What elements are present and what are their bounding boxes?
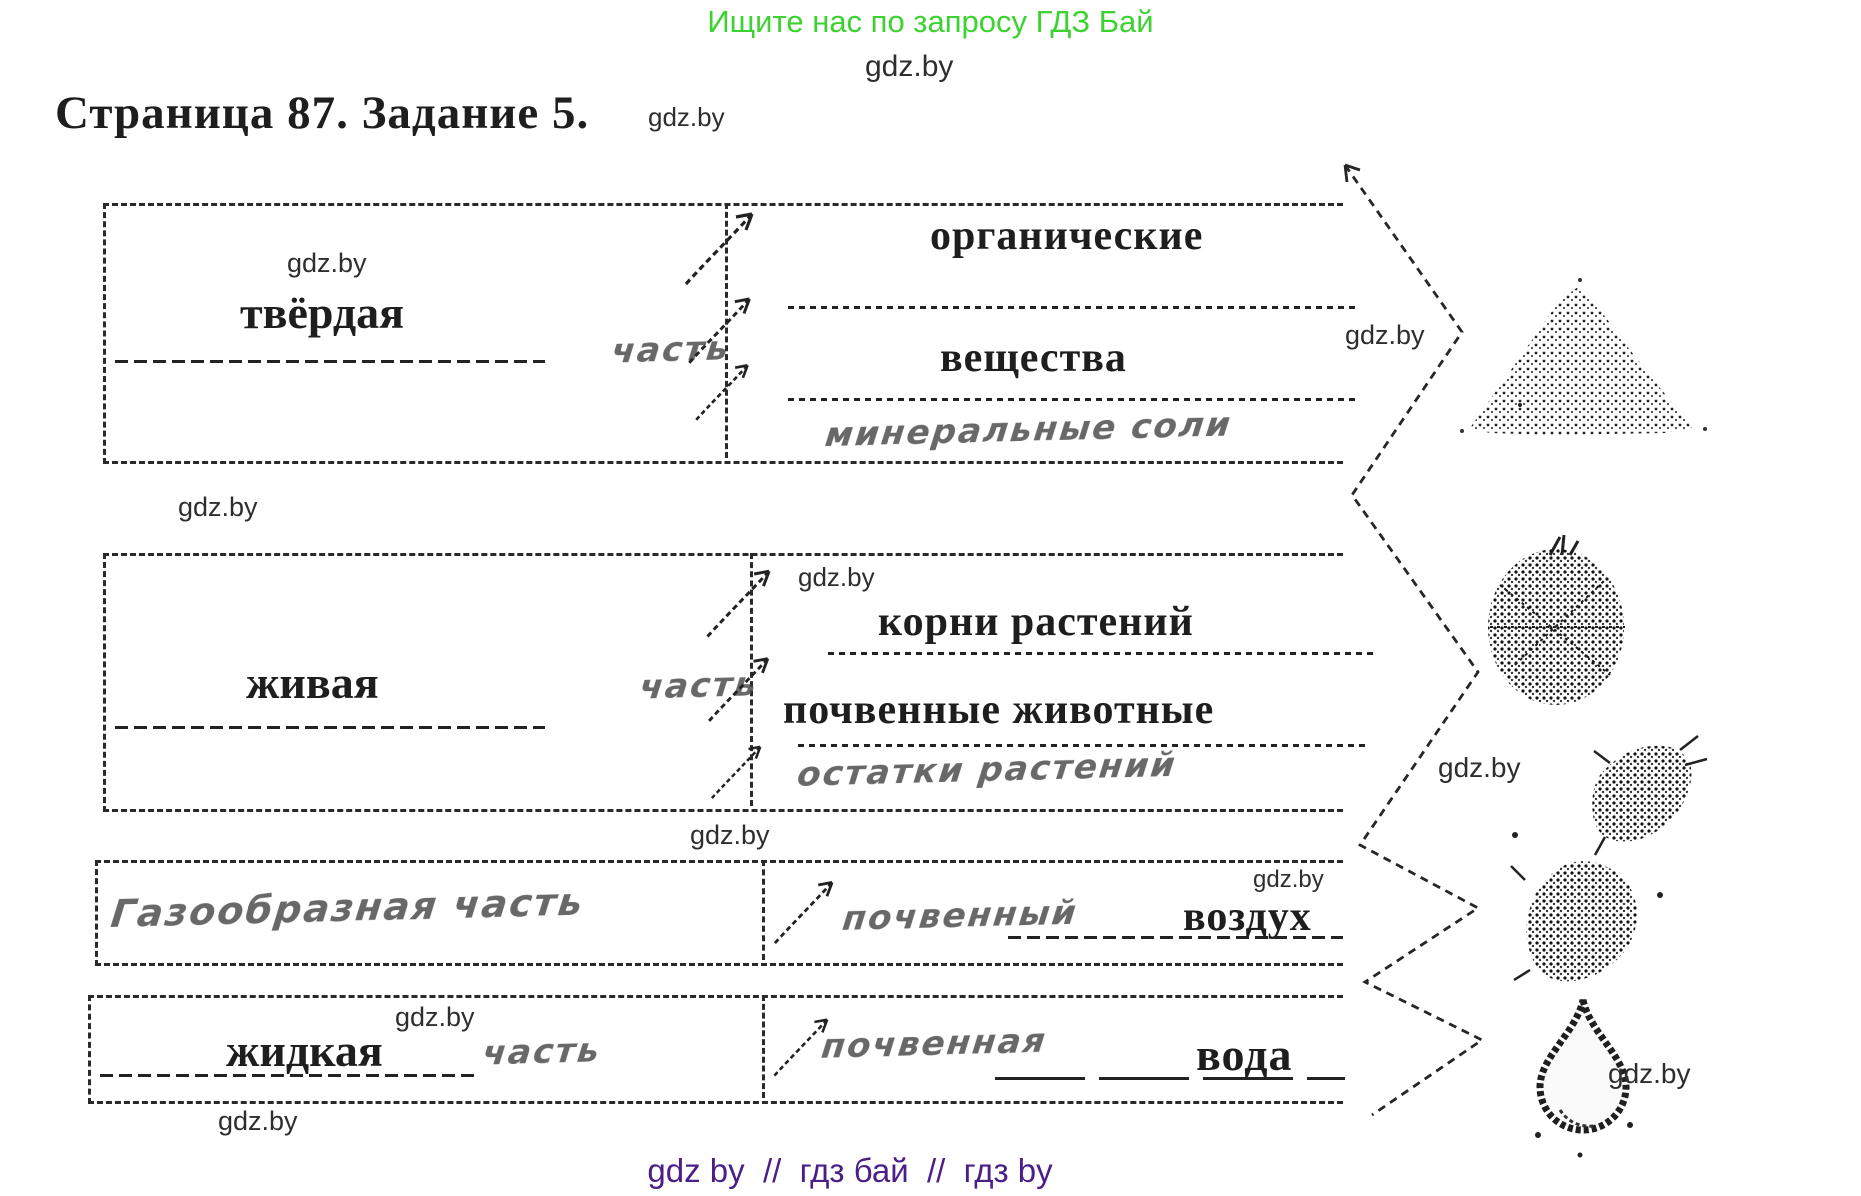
check-arrow-icon (773, 1018, 829, 1077)
answer-line (788, 306, 1360, 309)
block-divider (750, 553, 753, 806)
check-arrow-icon (695, 364, 749, 421)
item-water: вода (1196, 1029, 1293, 1080)
item-substances: вещества (940, 335, 1127, 381)
page-title: Страница 87. Задание 5. (55, 87, 590, 139)
block-divider (762, 860, 765, 960)
watermark-gdzby: gdz.by (865, 50, 954, 83)
block-divider (762, 995, 765, 1098)
answer-line (788, 398, 1360, 401)
answer-line (995, 1077, 1345, 1080)
soil-pile-illustration (1460, 278, 1707, 435)
block-living-part-box (103, 553, 1343, 812)
watermark-gdzby: gdz.by (178, 492, 258, 522)
answer-line (115, 360, 545, 363)
item-organic: органические (930, 213, 1204, 259)
block-solid-part-box (103, 203, 1343, 464)
illustrations-column (1460, 278, 1708, 1158)
answer-line (115, 726, 545, 729)
check-arrow-icon (684, 212, 754, 286)
watermark-gdzby: gdz.by (648, 102, 725, 132)
footer-links: gdz by // гдз бай // гдз by (647, 1152, 1053, 1189)
plant-roots-illustration (1488, 534, 1625, 705)
watermark-gdzby: gdz.by (287, 248, 367, 278)
item-air: воздух (1183, 894, 1312, 940)
check-arrow-icon (708, 657, 770, 722)
watermark-gdzby: gdz.by (1253, 866, 1324, 893)
soil-animals-illustration (1510, 735, 1708, 982)
label-liquid-part: жидкая (226, 1025, 383, 1076)
label-solid-part: твёрдая (240, 287, 404, 338)
check-arrow-icon (706, 569, 771, 638)
handwritten-soil-adj: почвенный (840, 892, 1081, 940)
watermark-gdzby: gdz.by (218, 1106, 298, 1136)
handwritten-soil-adj: почвенная (819, 1021, 1050, 1067)
answer-line (798, 744, 1366, 747)
check-arrow-icon (710, 745, 762, 799)
watermark-gdzby: gdz.by (395, 1002, 475, 1032)
watermark-gdzby: gdz.by (1438, 752, 1521, 783)
label-living-part: живая (246, 657, 379, 708)
item-soil-animals: почвенные животные (783, 687, 1215, 733)
watermark-gdzby: gdz.by (1345, 320, 1425, 350)
promo-banner: Ищите нас по запросу ГДЗ Бай (707, 4, 1154, 39)
answer-line (100, 1074, 475, 1077)
check-arrow-icon (688, 297, 751, 364)
water-drop-illustration (1535, 999, 1633, 1158)
block-divider (725, 203, 728, 458)
answer-line (1008, 936, 1343, 939)
block-liquid-part-box (88, 995, 1343, 1104)
item-plant-roots: корни растений (878, 599, 1194, 645)
chevron-zigzag-arrows (1343, 163, 1485, 1117)
watermark-gdzby: gdz.by (690, 820, 770, 850)
block-gaseous-part-box (95, 860, 1343, 966)
watermark-gdzby: gdz.by (798, 562, 875, 592)
check-arrow-icon (773, 881, 834, 944)
answer-line (828, 652, 1373, 655)
watermark-gdzby: gdz.by (1608, 1058, 1691, 1089)
handwritten-part-word: часть (480, 1030, 604, 1074)
